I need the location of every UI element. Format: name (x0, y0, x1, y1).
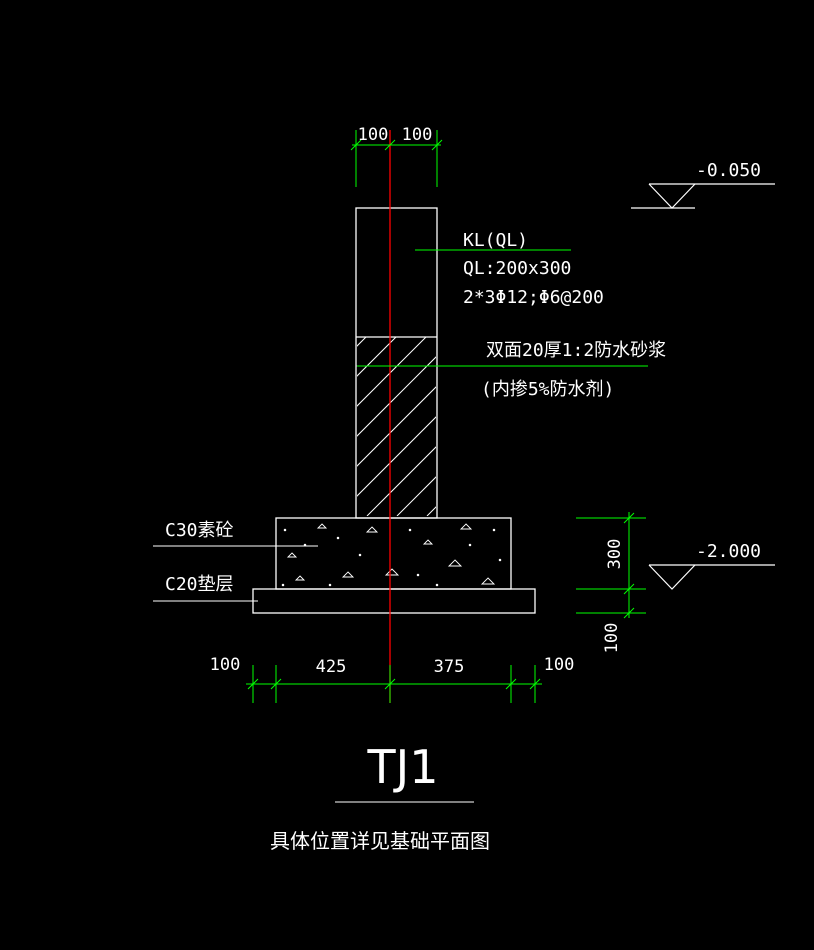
dim-top-left: 100 (358, 125, 389, 145)
beam-name: KL(QL) (463, 230, 528, 251)
dim-bottom-2: 425 (316, 657, 347, 677)
dim-top-right: 100 (402, 125, 433, 145)
material-leaders (153, 545, 318, 602)
wall-outline (355, 207, 438, 519)
wall-hatch (357, 337, 436, 516)
wall-section (355, 207, 438, 519)
dim-right-lower: 100 (602, 623, 622, 654)
dim-bottom-4: 100 (544, 655, 575, 675)
elevation-mark-bottom (648, 564, 775, 590)
dim-bottom-3: 375 (434, 657, 465, 677)
cushion-label: C20垫层 (165, 574, 234, 595)
elevation-mark-top (631, 183, 775, 209)
concrete-aggregate (281, 523, 502, 587)
right-dimension (576, 512, 646, 619)
concrete-label: C30素砼 (165, 520, 234, 541)
leader-lines (357, 249, 648, 367)
footing-outline (275, 517, 512, 590)
bottom-dimension (246, 665, 542, 703)
mortar-note-1: 双面20厚1:2防水砂浆 (486, 340, 666, 361)
top-dimension (350, 130, 443, 187)
dim-bottom-1: 100 (210, 655, 241, 675)
elevation-top-label: -0.050 (696, 160, 761, 181)
dim-right-upper: 300 (605, 539, 625, 570)
location-note: 具体位置详见基础平面图 (270, 829, 490, 853)
beam-rebar: 2*3Φ12;Φ6@200 (463, 287, 604, 308)
beam-size: QL:200x300 (463, 258, 571, 279)
footing (252, 517, 536, 614)
cushion-outline (252, 588, 536, 614)
elevation-bottom-label: -2.000 (696, 541, 761, 562)
drawing-title: TJ1 (367, 740, 439, 794)
mortar-note-2: (内掺5%防水剂) (481, 379, 614, 400)
